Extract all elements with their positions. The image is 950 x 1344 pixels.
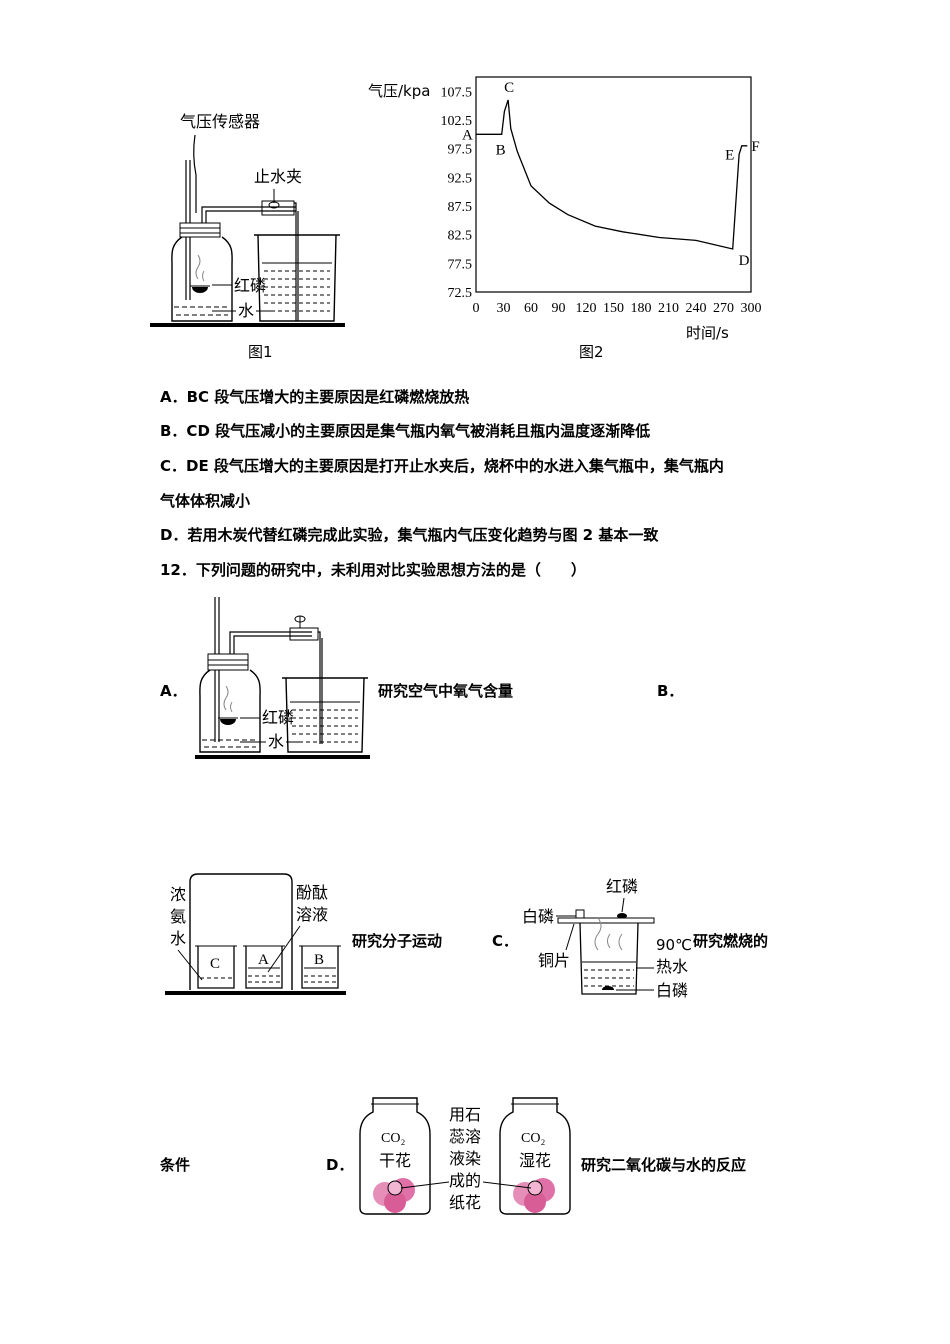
y-tick-label: 102.5: [441, 114, 473, 129]
x-tick-label: 30: [497, 301, 511, 316]
figure-1-apparatus: 气压传感器 止水夹 红磷 水: [150, 112, 345, 327]
x-tick-label: 300: [741, 301, 762, 316]
q12-c-text-2: 条件: [160, 1156, 191, 1174]
plot-frame: [475, 76, 752, 293]
flower-label-2: 蕊溶: [449, 1127, 481, 1146]
clamp-label: 止水夹: [254, 167, 302, 186]
bell-jar: [189, 873, 293, 990]
y-tick-label: 77.5: [448, 257, 473, 272]
point-label-f: F: [751, 139, 759, 155]
white-phosphorus-top-label: 白磷: [522, 907, 554, 926]
beaker-a-label: A: [258, 952, 269, 968]
x-tick-label: 180: [631, 301, 652, 316]
x-tick-label: 60: [524, 301, 538, 316]
ammonia-label-1: 浓: [170, 885, 186, 904]
x-axis-label: 时间/s: [686, 324, 729, 342]
y-tick-label: 107.5: [441, 85, 473, 100]
copper-plate: [557, 917, 655, 924]
flower-label-5: 纸花: [449, 1193, 481, 1212]
dry-flower-bottle: [359, 1097, 431, 1215]
y-tick-label: 87.5: [448, 200, 473, 215]
phenolphthalein-label-1: 酚酞: [296, 883, 328, 902]
point-label-b: B: [496, 142, 506, 158]
q12-c-apparatus: 红磷 白磷 铜片 90℃ 热水 白磷: [522, 877, 692, 1000]
point-labels: A B C D E F: [462, 80, 760, 269]
figure-2-pressure-chart: 气压/kpa 时间/s 72.5 77.5 82.5 87.5 92.5 97.5 102.…: [368, 76, 762, 342]
phosphorus-label: 红磷: [234, 276, 266, 295]
x-tick-label: 270: [713, 301, 734, 316]
y-tick-label: 92.5: [448, 171, 473, 186]
wet-flower-icon: [513, 1178, 555, 1213]
point-label-d: D: [739, 253, 750, 269]
flower-label-1: 用石: [449, 1105, 481, 1124]
figure-2-caption: 图2: [579, 343, 604, 361]
point-label-a: A: [462, 127, 473, 143]
q12-a-letter: A．: [160, 682, 187, 700]
dry-flower-label: 干花: [379, 1151, 411, 1170]
dry-co2-label: CO₂: [381, 1131, 405, 1146]
q12-d-letter: D．: [326, 1156, 354, 1174]
pressure-line: [476, 99, 748, 250]
ammonia-label-2: 氨: [170, 907, 186, 926]
wet-co2-label: CO₂: [521, 1131, 545, 1146]
q11-option-b: B．CD 段气压减小的主要原因是集气瓶内氧气被消耗且瓶内温度逐渐降低: [160, 422, 651, 440]
wet-flower-label: 湿花: [519, 1151, 551, 1170]
q12-a-apparatus: 红磷 水: [195, 597, 370, 759]
q12-a-phosphorus-label: 红磷: [262, 708, 294, 727]
q12-c-letter: C．: [492, 932, 519, 950]
q12-stem: 12．下列问题的研究中，未利用对比实验思想方法的是（ ）: [160, 561, 586, 579]
x-tick-label: 150: [603, 301, 624, 316]
q12-b-apparatus: 浓 氨 水 酚酞 溶液 C A B: [165, 873, 346, 995]
white-phosphorus-water-label: 白磷: [656, 981, 688, 1000]
y-tick-label: 72.5: [448, 286, 473, 301]
point-label-c: C: [504, 80, 514, 96]
phenolphthalein-label-2: 溶液: [296, 905, 328, 924]
q12-b-letter: B．: [657, 682, 684, 700]
beaker-b-label: B: [314, 952, 324, 968]
q12-a-water-label: 水: [268, 732, 284, 751]
x-tick-label: 210: [658, 301, 679, 316]
copper-label: 铜片: [538, 951, 570, 970]
flower-label-3: 液染: [449, 1149, 481, 1168]
red-phosphorus-label: 红磷: [606, 877, 638, 896]
x-tick-label: 0: [473, 301, 480, 316]
q11-option-d: D．若用木炭代替红磷完成此实验，集气瓶内气压变化趋势与图 2 基本一致: [160, 526, 659, 544]
pressure-series: [476, 99, 748, 250]
x-tick-label: 240: [686, 301, 707, 316]
q12-c-text-1: 研究燃烧的: [693, 932, 769, 950]
dry-flower-icon: [373, 1178, 415, 1213]
ammonia-label-3: 水: [170, 929, 186, 948]
y-tick-label: 82.5: [448, 229, 473, 244]
q11-option-a: A．BC 段气压增大的主要原因是红磷燃烧放热: [160, 388, 470, 406]
water-label: 水: [238, 301, 254, 320]
wet-flower-bottle: [499, 1097, 571, 1215]
sensor-label: 气压传感器: [180, 112, 260, 131]
figure-1-caption: 图1: [248, 343, 273, 361]
q11-option-c-line1: C．DE 段气压增大的主要原因是打开止水夹后，烧杯中的水进入集气瓶中，集气瓶内: [160, 457, 724, 475]
q12-a-text: 研究空气中氧气含量: [378, 682, 514, 700]
x-tick-labels: 0 30 60 90 120 150 180 210 240 270 300: [473, 301, 762, 316]
y-axis-label: 气压/kpa: [368, 82, 430, 100]
hot-water-label: 热水: [656, 957, 688, 976]
point-label-e: E: [725, 147, 734, 163]
y-tick-labels: 72.5 77.5 82.5 87.5 92.5 97.5 102.5 107.5: [441, 85, 473, 301]
q12-d-apparatus: CO₂ 干花 CO₂ 湿花 用石 蕊溶 液染 成的 纸花: [359, 1097, 571, 1215]
q11-option-c-line2: 气体体积减小: [160, 492, 251, 510]
y-tick-label: 97.5: [448, 143, 473, 158]
q12-b-text: 研究分子运动: [352, 932, 443, 950]
temperature-label: 90℃: [656, 936, 692, 954]
flower-label-4: 成的: [449, 1171, 481, 1190]
x-tick-label: 120: [576, 301, 597, 316]
q12-d-text: 研究二氧化碳与水的反应: [581, 1156, 747, 1174]
beaker-c-label: C: [210, 956, 220, 972]
x-tick-label: 90: [552, 301, 566, 316]
